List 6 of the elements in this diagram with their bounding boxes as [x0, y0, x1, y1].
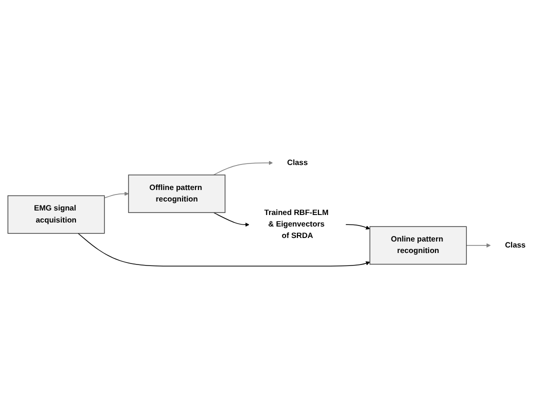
arrow [78, 232, 370, 267]
arrow [213, 212, 250, 227]
arrow [213, 160, 273, 176]
arrow [104, 192, 129, 198]
arrow [345, 224, 370, 230]
arrow [466, 243, 491, 248]
